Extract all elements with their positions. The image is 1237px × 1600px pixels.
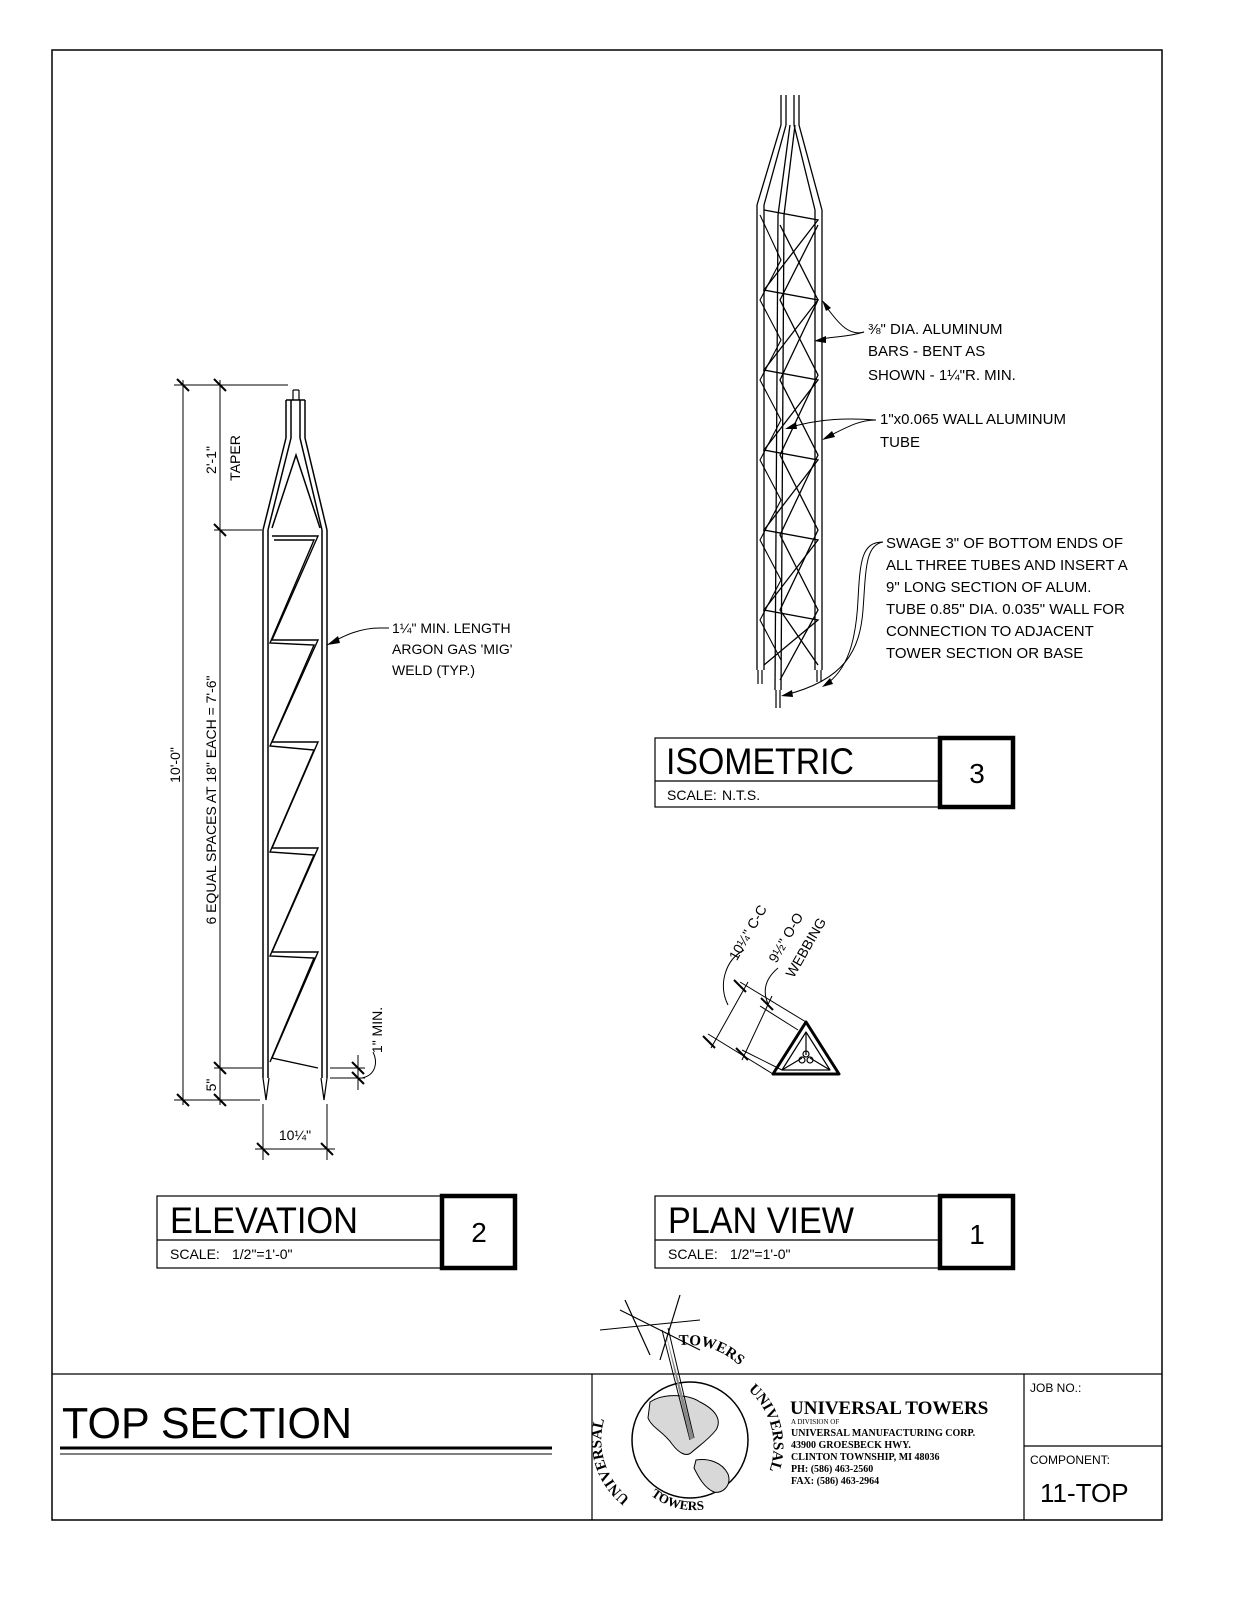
swage-note-line-4: TUBE 0.85" DIA. 0.035" WALL FOR xyxy=(886,601,1125,618)
elevation-scale: 1/2"=1'-0" xyxy=(232,1246,293,1262)
universal-towers-logo: TOWERS UNIVERSAL UNIVERSAL TOWERS xyxy=(589,1294,786,1514)
plan-scale-label: SCALE: xyxy=(668,1246,718,1262)
swage-note-line-3: 9" LONG SECTION OF ALUM. xyxy=(886,579,1091,596)
logo-text-top: TOWERS xyxy=(678,1333,747,1369)
plan-drawing: 10¼" C-C 9½" O-O WEBBING xyxy=(702,902,841,1076)
elevation-title-block: ELEVATION SCALE: 1/2"=1'-0" 2 xyxy=(156,1193,518,1271)
isometric-number: 3 xyxy=(969,758,985,789)
dim-taper-label: TAPER xyxy=(227,435,243,481)
weld-note-line-2: ARGON GAS 'MIG' xyxy=(392,641,512,657)
plan-scale: 1/2"=1'-0" xyxy=(730,1246,791,1262)
sheet-border xyxy=(51,49,1163,1521)
elevation-title: ELEVATION xyxy=(170,1200,358,1241)
bars-note-line-2: BARS - BENT AS xyxy=(868,343,985,360)
weld-note: 1¼" MIN. LENGTH ARGON GAS 'MIG' WELD (TY… xyxy=(326,620,512,678)
elevation-drawing xyxy=(262,389,328,1101)
elevation-number: 2 xyxy=(471,1217,487,1248)
sheet-title-block: TOP SECTION JOB NO.: COMPONENT: 11-TOP U… xyxy=(52,1373,1162,1520)
component-value: 11-TOP xyxy=(1040,1478,1129,1508)
company-address-2: CLINTON TOWNSHIP, MI 48036 xyxy=(791,1452,940,1463)
isometric-drawing xyxy=(756,95,823,708)
job-no-label: JOB NO.: xyxy=(1030,1381,1081,1395)
isometric-scale: N.T.S. xyxy=(722,787,760,803)
component-label: COMPONENT: xyxy=(1030,1453,1110,1467)
elevation-dimensions: 10'-0" 2'-1" TAPER 6 EQUAL SPACES AT 18"… xyxy=(167,378,385,1160)
tube-note-line-1: 1"x0.065 WALL ALUMINUM xyxy=(880,411,1066,428)
company-parent: UNIVERSAL MANUFACTURING CORP. xyxy=(791,1428,976,1439)
plan-dim-cc: 10¼" C-C xyxy=(725,902,769,963)
weld-note-line-3: WELD (TYP.) xyxy=(392,662,475,678)
isometric-title-block: ISOMETRIC SCALE: N.T.S. 3 xyxy=(654,735,1016,810)
isometric-notes: ⅜" DIA. ALUMINUM BARS - BENT AS SHOWN - … xyxy=(781,300,1128,697)
dim-bottom: 5" xyxy=(203,1079,219,1092)
swage-note-line-1: SWAGE 3" OF BOTTOM ENDS OF xyxy=(886,535,1123,552)
logo-text-left: UNIVERSAL xyxy=(589,1417,632,1508)
logo-text-right: UNIVERSAL xyxy=(745,1381,785,1474)
sheet-title: TOP SECTION xyxy=(62,1399,352,1448)
plan-number: 1 xyxy=(969,1219,985,1250)
company-address-1: 43900 GROESBECK HWY. xyxy=(791,1440,911,1451)
tube-note-line-2: TUBE xyxy=(880,434,920,451)
dim-width: 10¼" xyxy=(279,1127,311,1143)
isometric-scale-label: SCALE: xyxy=(667,787,717,803)
swage-note-line-5: CONNECTION TO ADJACENT xyxy=(886,623,1094,640)
plan-title: PLAN VIEW xyxy=(668,1200,854,1241)
bars-note-line-1: ⅜" DIA. ALUMINUM xyxy=(868,321,1003,338)
swage-note-line-2: ALL THREE TUBES AND INSERT A xyxy=(886,557,1128,574)
dim-spaces: 6 EQUAL SPACES AT 18" EACH = 7'-6" xyxy=(203,675,219,924)
company-division: A DIVISION OF xyxy=(791,1418,839,1426)
isometric-title: ISOMETRIC xyxy=(666,741,854,782)
swage-note-line-6: TOWER SECTION OR BASE xyxy=(886,645,1083,662)
bars-note-line-3: SHOWN - 1¼"R. MIN. xyxy=(868,367,1016,384)
plan-title-block: PLAN VIEW SCALE: 1/2"=1'-0" 1 xyxy=(654,1193,1016,1271)
company-phone: PH: (586) 463-2560 xyxy=(791,1464,873,1475)
dim-overall: 10'-0" xyxy=(167,747,183,783)
elevation-scale-label: SCALE: xyxy=(170,1246,220,1262)
dim-taper: 2'-1" xyxy=(203,446,219,474)
company-name: UNIVERSAL TOWERS xyxy=(790,1398,988,1419)
company-fax: FAX: (586) 463-2964 xyxy=(791,1476,879,1487)
weld-note-line-1: 1¼" MIN. LENGTH xyxy=(392,620,511,636)
dim-min: 1" MIN. xyxy=(369,1007,385,1053)
logo-text-bottom: TOWERS xyxy=(649,1486,705,1514)
